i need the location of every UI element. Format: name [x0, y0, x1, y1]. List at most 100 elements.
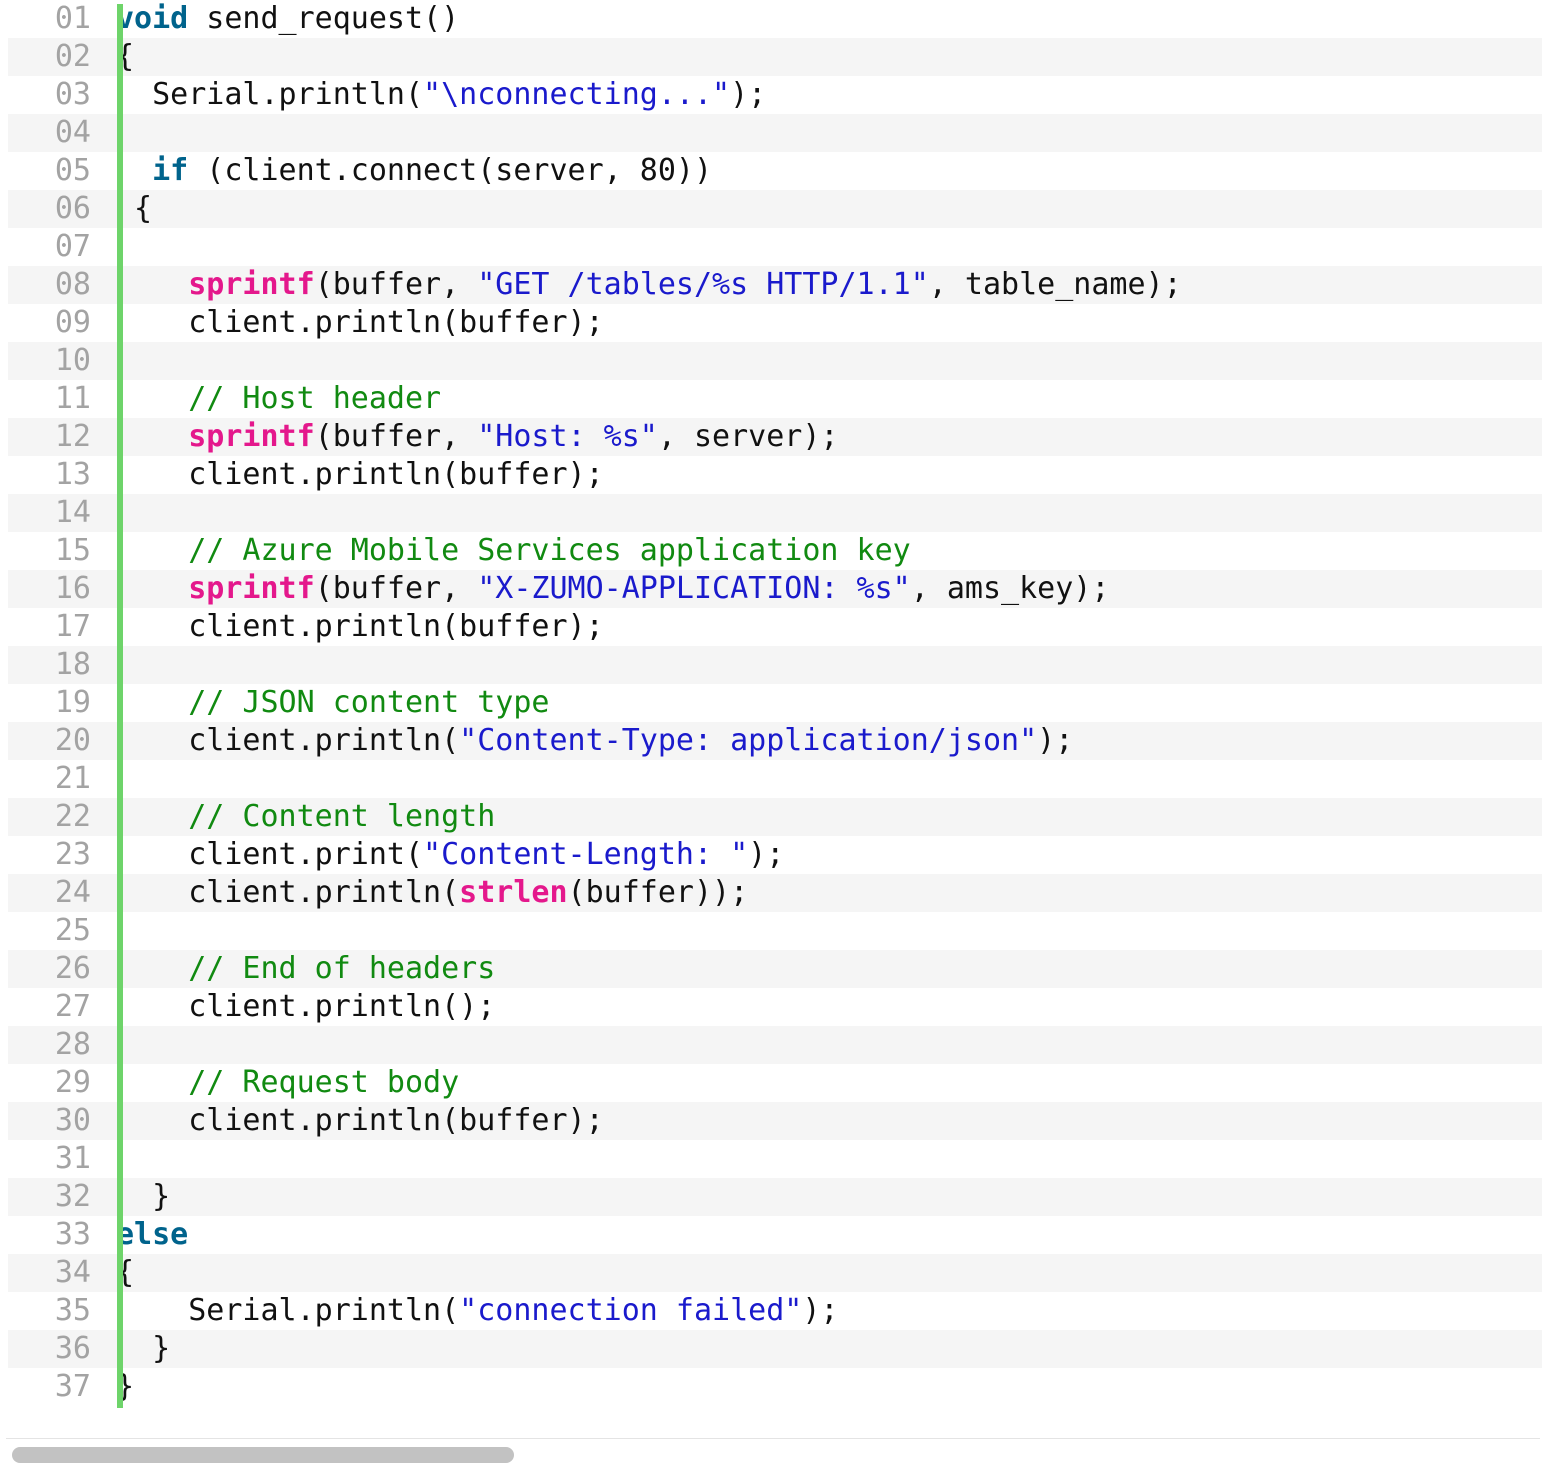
line-content: client.println(strlen(buffer));	[111, 874, 748, 912]
line-number: 01	[54, 1, 91, 36]
code-token-plain: client.println(buffer);	[116, 305, 604, 340]
code-line: 02{	[8, 38, 1542, 76]
code-line: 14	[8, 494, 1542, 532]
line-number: 25	[54, 913, 91, 948]
line-number: 24	[54, 875, 91, 910]
code-line: 29 // Request body	[8, 1064, 1542, 1102]
horizontal-scrollbar[interactable]	[6, 1438, 1540, 1467]
code-line: 23 client.print("Content-Length: ");	[8, 836, 1542, 874]
line-number: 29	[54, 1065, 91, 1100]
line-number: 05	[54, 153, 91, 188]
code-token-plain: }	[116, 1179, 171, 1214]
code-token-plain: , table_name);	[928, 267, 1182, 302]
scrollbar-thumb[interactable]	[12, 1447, 514, 1463]
code-token-plain: );	[730, 77, 767, 112]
line-number: 20	[54, 723, 91, 758]
code-token-plain: , server);	[657, 419, 839, 454]
line-content: Serial.println("connection failed");	[111, 1292, 838, 1330]
line-number: 37	[54, 1369, 91, 1404]
code-line: 22 // Content length	[8, 798, 1542, 836]
code-token-comment: // Host header	[188, 381, 442, 416]
code-token-comment: // Request body	[188, 1065, 460, 1100]
code-token-plain	[116, 419, 188, 454]
line-number: 18	[54, 647, 91, 682]
code-token-plain: (buffer,	[314, 267, 478, 302]
line-number: 33	[54, 1217, 91, 1252]
line-number: 28	[54, 1027, 91, 1062]
line-content: if (client.connect(server, 80))	[111, 152, 712, 190]
line-content: }	[111, 1330, 170, 1368]
code-token-plain: (buffer));	[567, 875, 749, 910]
line-number: 35	[54, 1293, 91, 1328]
code-line: 32 }	[8, 1178, 1542, 1216]
code-token-plain: send_request()	[188, 1, 460, 36]
code-token-string: "X-ZUMO-APPLICATION: %s"	[477, 571, 911, 606]
line-number: 31	[54, 1141, 91, 1176]
code-line: 04	[8, 114, 1542, 152]
line-number: 21	[54, 761, 91, 796]
code-token-string: "connection failed"	[459, 1293, 803, 1328]
line-number: 34	[54, 1255, 91, 1290]
code-token-plain: client.println(	[116, 723, 460, 758]
line-number: 19	[54, 685, 91, 720]
code-token-comment: // JSON content type	[188, 685, 550, 720]
code-token-func: sprintf	[188, 419, 315, 454]
code-line: 20 client.println("Content-Type: applica…	[8, 722, 1542, 760]
line-content: // Azure Mobile Services application key	[111, 532, 910, 570]
line-number: 11	[54, 381, 91, 416]
line-content: sprintf(buffer, "GET /tables/%s HTTP/1.1…	[111, 266, 1182, 304]
line-content: }	[111, 1178, 170, 1216]
code-token-plain: client.println(buffer);	[116, 609, 604, 644]
line-number: 32	[54, 1179, 91, 1214]
code-token-plain: Serial.println(	[116, 77, 424, 112]
code-line: 21	[8, 760, 1542, 798]
line-number: 08	[54, 267, 91, 302]
code-token-plain	[116, 267, 188, 302]
code-line: 11 // Host header	[8, 380, 1542, 418]
line-number: 14	[54, 495, 91, 530]
code-token-plain: );	[1037, 723, 1074, 758]
line-content: // Content length	[111, 798, 495, 836]
line-content: sprintf(buffer, "X-ZUMO-APPLICATION: %s"…	[111, 570, 1109, 608]
code-token-keyword: if	[152, 153, 189, 188]
code-token-string: "Content-Type: application/json"	[459, 723, 1038, 758]
line-content: client.println(buffer);	[111, 608, 604, 646]
code-line: 27 client.println();	[8, 988, 1542, 1026]
code-line: 25	[8, 912, 1542, 950]
line-number: 10	[54, 343, 91, 378]
line-number: 04	[54, 115, 91, 150]
code-line: 07	[8, 228, 1542, 266]
code-line: 05 if (client.connect(server, 80))	[8, 152, 1542, 190]
line-content: client.println(buffer);	[111, 304, 604, 342]
line-number: 09	[54, 305, 91, 340]
line-number: 27	[54, 989, 91, 1024]
code-line: 10	[8, 342, 1542, 380]
code-token-plain: Serial.println(	[116, 1293, 460, 1328]
code-token-keyword: void	[116, 1, 189, 36]
line-content: client.println(buffer);	[111, 1102, 603, 1140]
line-number: 23	[54, 837, 91, 872]
line-number: 13	[54, 457, 91, 492]
code-line: 19 // JSON content type	[8, 684, 1542, 722]
code-token-plain: );	[748, 837, 785, 872]
code-line: 35 Serial.println("connection failed");	[8, 1292, 1542, 1330]
code-token-plain	[116, 685, 188, 720]
code-token-string: "Host: %s"	[477, 419, 658, 454]
line-number: 12	[54, 419, 91, 454]
code-token-plain	[116, 533, 188, 568]
code-token-plain	[116, 799, 188, 834]
code-token-func: sprintf	[188, 571, 315, 606]
code-token-comment: // Content length	[188, 799, 496, 834]
code-line: 28	[8, 1026, 1542, 1064]
code-token-string: "Content-Length: "	[423, 837, 749, 872]
code-line: 34{	[8, 1254, 1542, 1292]
code-line: 09 client.println(buffer);	[8, 304, 1542, 342]
line-content: else	[111, 1216, 188, 1254]
line-number: 07	[54, 229, 91, 264]
code-line: 31	[8, 1140, 1542, 1178]
code-token-func: sprintf	[188, 267, 315, 302]
code-token-plain: );	[802, 1293, 839, 1328]
code-token-plain: (buffer,	[314, 571, 478, 606]
